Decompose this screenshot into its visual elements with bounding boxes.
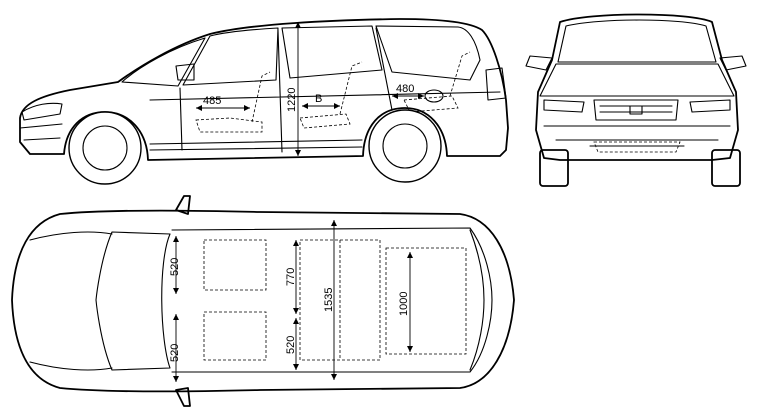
side-headlight: [21, 102, 63, 121]
front-grille: [593, 99, 679, 121]
side-fuel-cap: [424, 89, 444, 103]
dim-1220: 1220: [286, 22, 301, 156]
front-headlight-right: [689, 99, 731, 113]
side-windshield: [121, 37, 206, 87]
side-view: 485 1220 B 480: [19, 18, 509, 185]
side-seat-third: [403, 51, 471, 113]
side-window-front: [182, 27, 279, 86]
side-sill: [149, 139, 363, 151]
dim-1535: 1535: [323, 220, 337, 380]
dim-485: 485: [196, 95, 250, 111]
front-headlight-left: [543, 99, 585, 113]
front-mirror-left: [525, 55, 553, 71]
top-hood: [29, 231, 113, 371]
dim-520-upper: 520: [169, 236, 181, 294]
side-window-middle: [281, 25, 383, 79]
side-window-rear: [375, 25, 481, 81]
side-rear-wheel: [368, 109, 442, 183]
side-taillight: [485, 67, 507, 101]
dim-770: 770: [285, 240, 299, 314]
dim-520-lower-label: 520: [169, 344, 181, 362]
top-seat-front-lower: [203, 311, 267, 361]
front-windshield: [557, 19, 717, 63]
top-mirror-upper: [175, 195, 191, 215]
top-seat-front-upper: [203, 239, 267, 291]
top-seat-second: [299, 239, 381, 361]
top-body-outline: [11, 209, 515, 393]
front-hood: [539, 63, 735, 97]
dim-1000: 1000: [398, 252, 413, 352]
top-windshield: [95, 231, 171, 371]
side-front-wheel: [68, 111, 142, 185]
dim-520-lower: 520: [169, 314, 181, 382]
top-seat-third: [385, 247, 467, 355]
dim-1000-label: 1000: [398, 292, 410, 316]
side-seat-front: [195, 71, 271, 133]
front-body-outline: [535, 13, 739, 161]
dim-770-label: 770: [285, 268, 297, 286]
front-air-intake: [593, 141, 681, 153]
top-rear-window: [469, 229, 485, 371]
side-body-outline: [19, 18, 509, 161]
dim-B-label: B: [315, 93, 322, 105]
dim-520-upper-label: 520: [169, 258, 181, 276]
dim-B: B: [302, 93, 340, 109]
side-bumper: [19, 123, 63, 141]
side-mirror: [175, 63, 195, 81]
side-door-lines: [149, 27, 501, 153]
dim-520-shoulder-label: 520: [285, 336, 297, 354]
front-view: [525, 13, 747, 187]
dim-520-shoulder: 520: [285, 318, 299, 370]
top-view: 520 520 770 520 1535 1000: [11, 195, 515, 407]
side-seat-second: [299, 61, 363, 129]
front-mirror-right: [719, 55, 747, 71]
dim-485-label: 485: [203, 95, 221, 107]
top-mirror-lower: [175, 387, 191, 407]
dim-1535-label: 1535: [323, 288, 335, 312]
front-bumper: [543, 125, 731, 147]
dim-1220-label: 1220: [286, 88, 298, 112]
top-roof: [171, 227, 493, 373]
dim-480: 480: [392, 83, 424, 99]
dim-480-label: 480: [396, 83, 414, 95]
front-tire-right: [711, 149, 741, 187]
front-emblem: [629, 105, 643, 115]
front-tire-left: [539, 149, 569, 187]
